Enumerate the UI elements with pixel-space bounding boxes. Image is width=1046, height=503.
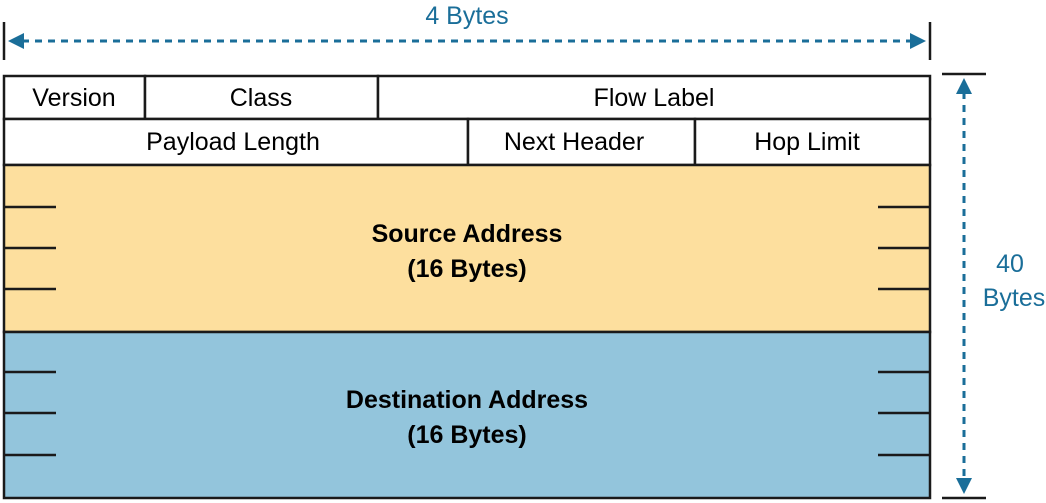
width-dim-arrowhead-left [8, 33, 24, 49]
height-dim-arrowhead-top [956, 78, 972, 94]
width-dimension: 4 Bytes [2, 2, 932, 60]
flow-label-label: Flow Label [594, 84, 715, 112]
version-label: Version [32, 84, 115, 112]
source-address-title: Source Address [372, 220, 563, 248]
height-dim-arrowhead-bottom [956, 478, 972, 494]
height-dimension-label-line1: 40 [996, 250, 1024, 278]
source-address-field [2, 163, 932, 334]
next-header-field [466, 117, 697, 167]
hop-limit-label: Hop Limit [754, 128, 860, 156]
header-row-2: Payload Length Next Header Hop Limit [2, 117, 932, 167]
payload-length-label: Payload Length [146, 128, 320, 156]
height-dimension-label-line2: Bytes [983, 284, 1046, 312]
destination-address-title: Destination Address [346, 386, 588, 414]
destination-address-block: Destination Address (16 Bytes) [2, 330, 932, 500]
width-dim-arrowhead-right [910, 33, 926, 49]
destination-address-field [2, 330, 932, 500]
destination-address-size: (16 Bytes) [407, 421, 527, 449]
header-row-1: Version Class Flow Label [2, 74, 932, 121]
flow-label-field [376, 74, 932, 121]
hop-limit-field [693, 117, 932, 167]
height-dimension: 40 Bytes [942, 72, 1046, 500]
width-dimension-label: 4 Bytes [425, 2, 508, 30]
next-header-label: Next Header [504, 128, 644, 156]
source-address-block: Source Address (16 Bytes) [2, 163, 932, 334]
class-label: Class [230, 84, 293, 112]
source-address-size: (16 Bytes) [407, 255, 527, 283]
